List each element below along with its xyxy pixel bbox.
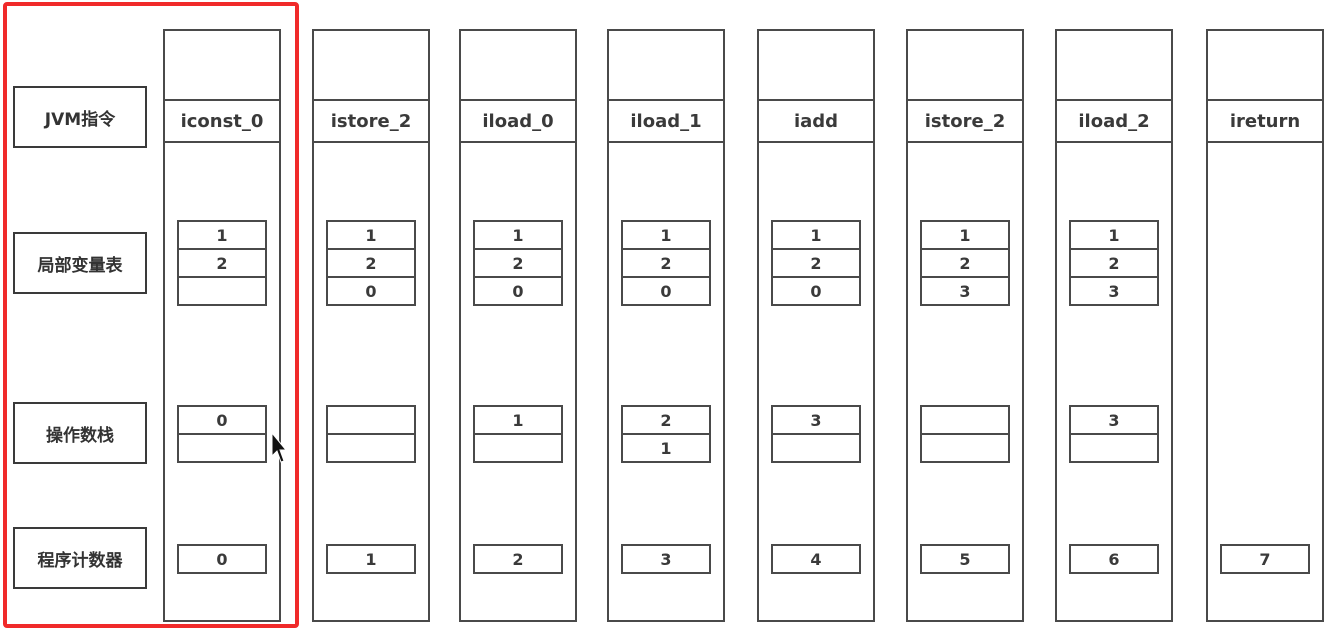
local-variable-table-cell: 1 [621,220,711,250]
program-counter: 3 [621,544,711,574]
program-counter: 2 [473,544,563,574]
local-variable-table-cell: 3 [1069,276,1159,306]
program-counter-value: 5 [920,544,1010,574]
row-label-program-counter: 程序计数器 [13,527,147,589]
program-counter: 1 [326,544,416,574]
operand-stack-cell: 0 [177,405,267,435]
instruction-label: istore_2 [906,99,1024,143]
local-variable-table-cell: 1 [920,220,1010,250]
operand-stack-cell [771,433,861,463]
program-counter-value: 0 [177,544,267,574]
program-counter: 7 [1220,544,1310,574]
operand-stack-cell [920,405,1010,435]
local-variable-table-cell: 2 [326,248,416,278]
program-counter: 0 [177,544,267,574]
local-variable-table-cell: 1 [177,220,267,250]
local-variable-table-cell: 1 [1069,220,1159,250]
operand-stack [326,405,416,463]
local-variable-table-cell: 1 [326,220,416,250]
program-counter-value: 4 [771,544,861,574]
instruction-label: iadd [757,99,875,143]
local-variable-table-cell: 2 [177,248,267,278]
operand-stack-cell [177,433,267,463]
program-counter: 6 [1069,544,1159,574]
program-counter-value: 1 [326,544,416,574]
instruction-label: iconst_0 [163,99,281,143]
program-counter-value: 2 [473,544,563,574]
operand-stack: 0 [177,405,267,463]
local-variable-table-cell: 2 [1069,248,1159,278]
instruction-label: istore_2 [312,99,430,143]
local-variable-table-cell: 2 [771,248,861,278]
operand-stack-cell [326,433,416,463]
local-variable-table-cell: 2 [473,248,563,278]
row-label-jvm-instruction: JVM指令 [13,86,147,148]
operand-stack-cell [1069,433,1159,463]
local-variable-table-cell: 0 [771,276,861,306]
operand-stack: 3 [1069,405,1159,463]
operand-stack: 1 [473,405,563,463]
local-variable-table-cell: 0 [621,276,711,306]
local-variable-table-cell: 1 [473,220,563,250]
local-variable-table-cell: 3 [920,276,1010,306]
operand-stack-cell: 2 [621,405,711,435]
local-variable-table-cell: 0 [473,276,563,306]
local-variable-table-cell: 2 [920,248,1010,278]
program-counter-value: 6 [1069,544,1159,574]
instruction-label: iload_2 [1055,99,1173,143]
program-counter: 5 [920,544,1010,574]
instruction-column: ireturn 7 [1206,29,1324,622]
row-label-local-variable-table: 局部变量表 [13,232,147,294]
operand-stack [920,405,1010,463]
operand-stack-cell: 1 [621,433,711,463]
mouse-cursor-icon [271,432,287,463]
operand-stack-cell: 3 [771,405,861,435]
row-label-operand-stack: 操作数栈 [13,402,147,464]
local-variable-table-cell: 1 [771,220,861,250]
instruction-label: iload_1 [607,99,725,143]
program-counter: 4 [771,544,861,574]
local-variable-table-cell [177,276,267,306]
operand-stack-cell: 3 [1069,405,1159,435]
local-variable-table-cell: 0 [326,276,416,306]
operand-stack: 3 [771,405,861,463]
operand-stack-cell [326,405,416,435]
program-counter-value: 7 [1220,544,1310,574]
operand-stack-cell: 1 [473,405,563,435]
local-variable-table-cell: 2 [621,248,711,278]
instruction-label: ireturn [1206,99,1324,143]
operand-stack-cell [920,433,1010,463]
instruction-label: iload_0 [459,99,577,143]
operand-stack-cell [473,433,563,463]
program-counter-value: 3 [621,544,711,574]
